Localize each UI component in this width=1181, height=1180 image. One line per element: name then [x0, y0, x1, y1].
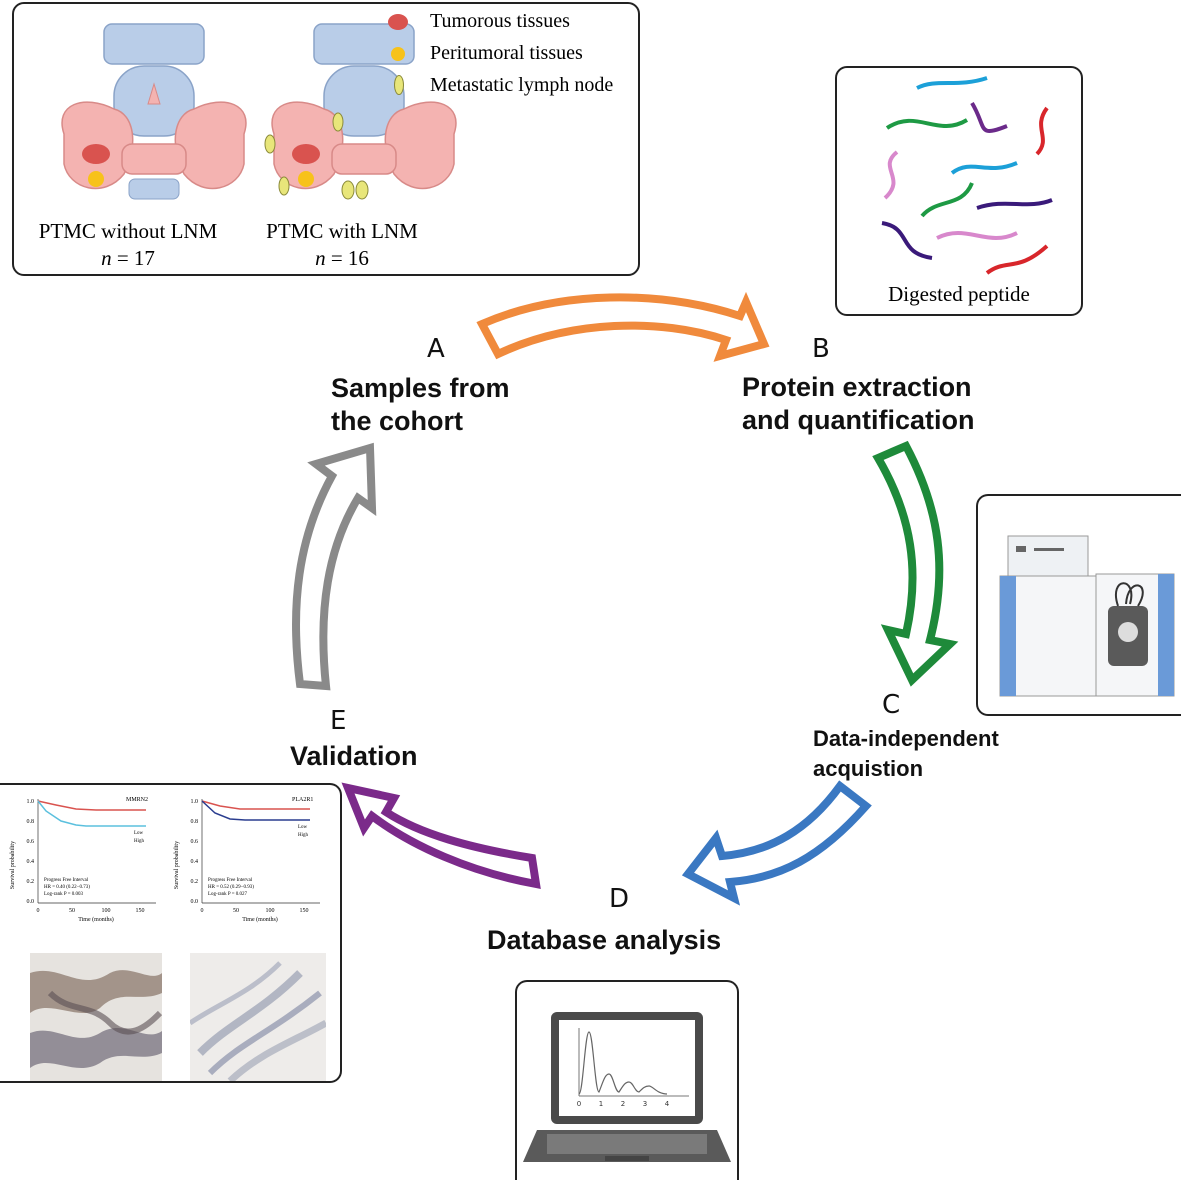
svg-text:0.8: 0.8 — [191, 819, 199, 825]
step-d-letter: D — [609, 884, 630, 914]
peptide-label: Digested peptide — [888, 282, 1030, 306]
svg-text:High: High — [134, 839, 145, 844]
svg-text:0.4: 0.4 — [27, 859, 35, 865]
survival-plot-pla2r1: Survival probability 1.0 0.8 0.6 0.4 0.2… — [174, 797, 320, 923]
arrow-e-to-a — [291, 442, 377, 691]
svg-text:0.2: 0.2 — [191, 879, 199, 885]
step-e-letter: E — [330, 706, 347, 736]
svg-text:1.0: 1.0 — [27, 799, 35, 805]
validation-panel: Survival probability 1.0 0.8 0.6 0.4 0.2… — [0, 783, 342, 1083]
svg-text:MMRN2: MMRN2 — [126, 797, 148, 803]
peritumoral-swatch-icon — [391, 47, 405, 61]
svg-text:High: High — [298, 833, 309, 838]
step-a-title: Samples from the cohort — [331, 373, 510, 436]
group-name: PTMC without LNM — [38, 219, 218, 243]
legend-label: Peritumoral tissues — [430, 42, 583, 64]
svg-text:Log-rank P = 0.003: Log-rank P = 0.003 — [44, 892, 84, 897]
svg-text:1.0: 1.0 — [191, 799, 199, 805]
group-n: n = 16 — [315, 246, 369, 270]
lymph-node-swatch-icon — [394, 75, 404, 95]
mass-spectrometer-icon — [999, 535, 1175, 697]
step-c-title: Data-independent acquistion — [813, 726, 999, 781]
group-n: n = 17 — [101, 246, 155, 270]
svg-text:HR = 0.52 (0.29−0.93): HR = 0.52 (0.29−0.93) — [208, 885, 254, 890]
arrow-d-to-e — [341, 782, 541, 889]
step-e-title: Validation — [290, 741, 418, 771]
svg-text:100: 100 — [102, 908, 111, 914]
svg-text:0.0: 0.0 — [27, 899, 35, 905]
step-d-title: Database analysis — [487, 925, 722, 955]
tumor-swatch-icon — [388, 14, 408, 30]
legend: Tumorous tissues Peritumoral tissues Met… — [386, 8, 636, 104]
svg-text:0.2: 0.2 — [27, 879, 35, 885]
arrow-a-to-b — [476, 291, 770, 362]
svg-text:150: 150 — [300, 908, 309, 914]
svg-text:100: 100 — [266, 908, 275, 914]
svg-text:Progress Free Interval: Progress Free Interval — [44, 878, 89, 883]
svg-text:Progress Free Interval: Progress Free Interval — [208, 878, 253, 883]
ihc-image-pla2r1 — [190, 953, 326, 1081]
mass-spectrometer-panel — [976, 494, 1181, 716]
svg-text:Time (months): Time (months) — [78, 916, 114, 923]
legend-label: Tumorous tissues — [430, 10, 570, 32]
group-name: PTMC with LNM — [266, 219, 418, 243]
ylabel: Survival probability — [10, 841, 16, 889]
svg-text:Log-rank P = 0.027: Log-rank P = 0.027 — [208, 892, 248, 897]
svg-text:1: 1 — [599, 1100, 603, 1108]
step-a-letter: A — [427, 334, 445, 364]
thyroid-illustration-without-lnm — [61, 23, 247, 200]
peptide-panel: Digested peptide — [835, 66, 1083, 316]
svg-text:0.6: 0.6 — [27, 839, 35, 845]
legend-label: Metastatic lymph node — [430, 74, 614, 96]
svg-text:PLA2R1: PLA2R1 — [292, 797, 313, 803]
svg-text:0: 0 — [201, 908, 204, 914]
arrow-c-to-d — [681, 780, 872, 906]
step-b-title: Protein extraction and quantification — [742, 372, 975, 435]
svg-text:0: 0 — [37, 908, 40, 914]
svg-text:0.6: 0.6 — [191, 839, 199, 845]
ihc-image-mmrn2 — [30, 953, 162, 1081]
svg-text:HR = 0.40 (0.22−0.73): HR = 0.40 (0.22−0.73) — [44, 885, 90, 890]
svg-text:0.8: 0.8 — [27, 819, 35, 825]
legend-item-peritumoral: Peritumoral tissues — [386, 40, 636, 72]
legend-item-lymph-node: Metastatic lymph node — [386, 72, 636, 104]
svg-text:50: 50 — [233, 908, 239, 914]
svg-text:0: 0 — [577, 1100, 581, 1108]
svg-text:0.0: 0.0 — [191, 899, 199, 905]
svg-text:Low: Low — [134, 831, 144, 836]
svg-text:2: 2 — [621, 1100, 625, 1108]
svg-text:50: 50 — [69, 908, 75, 914]
survival-plot-mmrn2: Survival probability 1.0 0.8 0.6 0.4 0.2… — [10, 797, 156, 923]
laptop-panel: 0 1 2 3 4 — [515, 980, 739, 1180]
group-label-without-lnm: PTMC without LNM n = 17 — [18, 218, 238, 272]
step-b-letter: B — [812, 334, 830, 364]
svg-text:Low: Low — [298, 825, 308, 830]
svg-text:Survival probability: Survival probability — [174, 841, 180, 889]
svg-text:0.4: 0.4 — [191, 859, 199, 865]
arrow-b-to-c — [872, 440, 959, 687]
svg-text:Time (months): Time (months) — [242, 916, 278, 923]
thyroid-illustration-with-lnm — [264, 23, 457, 200]
cohort-panel: Tumorous tissues Peritumoral tissues Met… — [12, 2, 640, 276]
svg-text:4: 4 — [665, 1100, 670, 1108]
peptide-strands-icon — [881, 76, 1053, 275]
laptop-icon: 0 1 2 3 4 — [523, 1012, 731, 1162]
legend-item-tumorous: Tumorous tissues — [386, 8, 636, 40]
svg-text:150: 150 — [136, 908, 145, 914]
svg-text:3: 3 — [643, 1100, 647, 1108]
step-c-letter: C — [882, 690, 901, 720]
group-label-with-lnm: PTMC with LNM n = 16 — [242, 218, 442, 272]
